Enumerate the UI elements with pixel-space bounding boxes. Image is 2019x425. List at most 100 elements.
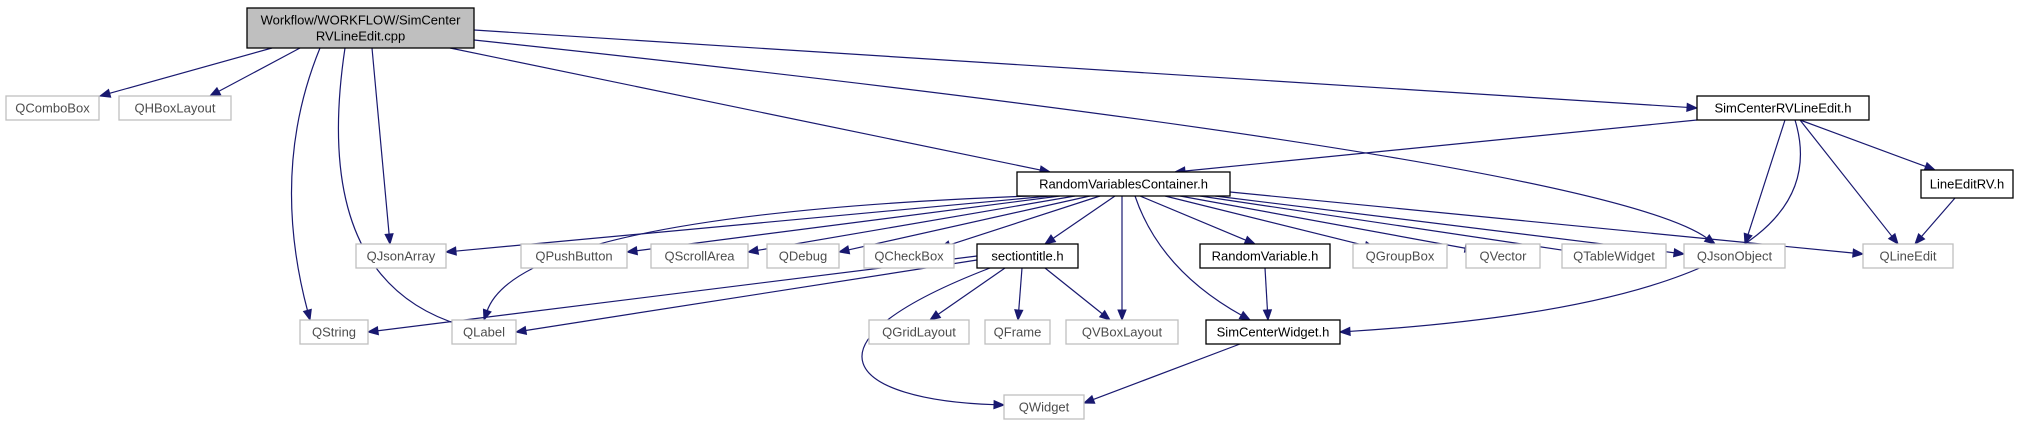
node-qdebug[interactable]: QDebug	[766, 243, 840, 269]
node-simcenterwidget[interactable]: SimCenterWidget.h	[1205, 319, 1341, 345]
edge-line	[1134, 195, 1243, 317]
node-qframe[interactable]: QFrame	[984, 319, 1051, 345]
node-qpushbutton[interactable]: QPushButton	[520, 243, 628, 269]
node-box[interactable]	[5, 95, 100, 121]
node-box[interactable]	[766, 243, 840, 269]
edge-lineeditrv-to-qlineedit	[1914, 197, 1956, 246]
node-label: Workflow/WORKFLOW/SimCenter	[261, 13, 462, 28]
node-box[interactable]	[1205, 319, 1341, 345]
node-randomvariable[interactable]: RandomVariable.h	[1199, 243, 1331, 269]
node-label: QJsonArray	[367, 249, 436, 264]
arrowhead	[1117, 309, 1127, 322]
node-box[interactable]	[1862, 243, 1954, 269]
node-label: QJsonObject	[1697, 249, 1773, 264]
node-box[interactable]	[355, 243, 447, 269]
edge-line	[524, 259, 978, 332]
node-box[interactable]	[1696, 95, 1870, 121]
node-box[interactable]	[451, 319, 517, 345]
node-box[interactable]	[1016, 171, 1231, 197]
arrowhead	[1014, 309, 1024, 322]
node-box[interactable]	[299, 319, 369, 345]
node-qvector[interactable]: QVector	[1465, 243, 1541, 269]
node-qscrollarea[interactable]: QScrollArea	[650, 243, 749, 269]
edge-randomvariable-to-simcenterwidget	[1262, 267, 1273, 322]
node-lineeditrv[interactable]: LineEditRV.h	[1920, 169, 2014, 199]
edge-rvcontainer-to-qscrollarea	[746, 195, 1076, 255]
arrowhead	[482, 308, 492, 322]
edge-rvcontainer-to-qgroupbox	[1164, 195, 1377, 251]
node-qgridlayout[interactable]: QGridLayout	[868, 319, 970, 345]
node-box[interactable]	[984, 319, 1051, 345]
arrowhead	[1338, 326, 1351, 337]
arrowhead	[1082, 394, 1096, 404]
node-qhboxlayout[interactable]: QHBoxLayout	[118, 95, 232, 121]
node-box[interactable]	[1352, 243, 1448, 269]
node-box[interactable]	[1683, 243, 1786, 269]
arrowhead	[1743, 232, 1753, 246]
edge-line	[635, 195, 1061, 252]
node-label: QHBoxLayout	[135, 101, 216, 116]
node-label: QComboBox	[15, 101, 90, 116]
edge-rvcontainer-to-randomvariable	[1139, 195, 1257, 245]
node-box[interactable]	[1465, 243, 1541, 269]
nodes-layer: Workflow/WORKFLOW/SimCenterRVLineEdit.cp…	[5, 7, 2014, 420]
edge-line	[756, 195, 1076, 252]
node-qcheckbox[interactable]: QCheckBox	[863, 243, 955, 269]
node-box[interactable]	[976, 243, 1079, 269]
arrowhead	[928, 310, 942, 321]
edge-root-to-qhboxlayout	[208, 47, 301, 97]
arrowhead	[1914, 232, 1926, 246]
node-label: QLabel	[463, 325, 505, 340]
node-label: SimCenterRVLineEdit.h	[1714, 101, 1851, 116]
node-label: sectiontitle.h	[991, 249, 1063, 264]
edge-line	[473, 39, 1709, 240]
arrowhead	[1043, 234, 1057, 245]
node-simcenterrv[interactable]: SimCenterRVLineEdit.h	[1696, 95, 1870, 121]
node-box[interactable]	[1920, 169, 2014, 199]
edge-rvcontainer-to-qvboxlayout	[1117, 196, 1127, 322]
arrowhead	[1238, 310, 1252, 321]
edge-line	[449, 47, 1042, 171]
node-box[interactable]	[863, 243, 955, 269]
arrowhead	[98, 88, 112, 98]
node-box[interactable]	[1199, 243, 1331, 269]
edge-sectiontitle-to-qvboxlayout	[1044, 267, 1112, 321]
node-qtablewidget[interactable]: QTableWidget	[1561, 243, 1667, 269]
arrowhead	[1243, 235, 1257, 245]
arrowhead	[993, 399, 1006, 410]
node-qlineedit[interactable]: QLineEdit	[1862, 243, 1954, 269]
edge-simcenterrv-to-lineeditrv	[1799, 119, 1937, 171]
node-label: QFrame	[994, 325, 1042, 340]
arrowhead	[1887, 232, 1899, 246]
node-qjsonobject[interactable]: QJsonObject	[1683, 243, 1786, 269]
node-box[interactable]	[1065, 319, 1179, 345]
node-box[interactable]	[1003, 394, 1085, 420]
node-qgroupbox[interactable]: QGroupBox	[1352, 243, 1448, 269]
node-box[interactable]	[1561, 243, 1667, 269]
node-box[interactable]	[246, 7, 475, 49]
node-qjsonarray[interactable]: QJsonArray	[355, 243, 447, 269]
node-qwidget[interactable]: QWidget	[1003, 394, 1085, 420]
node-label: QCheckBox	[874, 249, 944, 264]
arrowhead	[366, 325, 380, 336]
node-qstring[interactable]: QString	[299, 319, 369, 345]
node-label: RandomVariable.h	[1212, 249, 1319, 264]
node-root[interactable]: Workflow/WORKFLOW/SimCenterRVLineEdit.cp…	[246, 7, 475, 49]
node-box[interactable]	[868, 319, 970, 345]
node-qvboxlayout[interactable]: QVBoxLayout	[1065, 319, 1179, 345]
node-sectiontitle[interactable]: sectiontitle.h	[976, 243, 1079, 269]
node-qcombobox[interactable]: QComboBox	[5, 95, 100, 121]
edge-line	[861, 267, 996, 406]
node-box[interactable]	[650, 243, 749, 269]
node-box[interactable]	[520, 243, 628, 269]
edge-line	[847, 195, 1091, 251]
node-rvcontainer[interactable]: RandomVariablesContainer.h	[1016, 171, 1231, 197]
edge-line	[473, 29, 1689, 109]
node-box[interactable]	[118, 95, 232, 121]
node-qlabel[interactable]: QLabel	[451, 319, 517, 345]
edge-sectiontitle-to-qgridlayout	[928, 267, 1006, 321]
edge-line	[217, 47, 301, 93]
edge-line	[290, 47, 321, 312]
node-label: SimCenterWidget.h	[1217, 325, 1330, 340]
